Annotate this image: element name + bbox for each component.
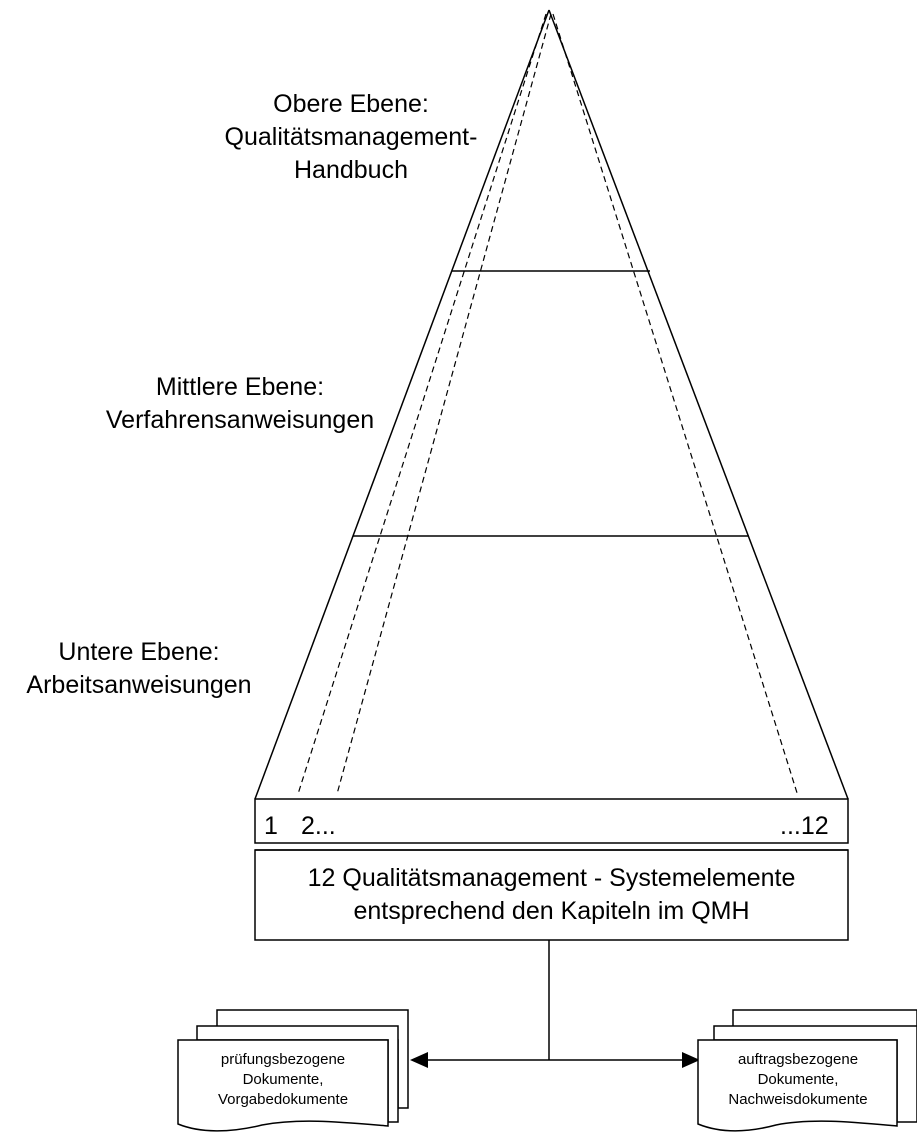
element-box-line2: entsprechend den Kapiteln im QMH: [353, 897, 750, 925]
element-box: [254, 849, 849, 941]
element-strip: [254, 798, 849, 844]
label-middle-level-line1: Mittlere Ebene:: [155, 373, 325, 401]
pyramid-left-edge: [254, 9, 550, 800]
element-box-line1: 12 Qualitätsmanagement - Systemelemente: [307, 864, 796, 892]
label-middle-level-line2: Verfahrensanweisungen: [105, 406, 375, 434]
document-left-line1: prüfungsbezogene: [220, 1051, 346, 1068]
label-middle-level: Mittlere Ebene: Verfahrensanweisungen: [90, 371, 390, 437]
document-right-line1: auftragsbezogene: [737, 1051, 859, 1068]
document-right-line2: Dokumente,: [757, 1071, 839, 1088]
label-top-level: Obere Ebene: Qualitätsmanagement- Handbu…: [215, 88, 487, 187]
document-left-text: prüfungsbezogene Dokumente, Vorgabedokum…: [180, 1050, 386, 1110]
element-line-12: [552, 13, 799, 797]
label-bottom-level-line1: Untere Ebene:: [58, 638, 220, 666]
element-number-last: ...12: [780, 812, 829, 840]
element-number-first: 1: [264, 812, 278, 840]
element-line-2: [336, 13, 552, 795]
label-top-level-line2: Qualitätsmanagement-: [224, 123, 478, 151]
label-bottom-level: Untere Ebene: Arbeitsanweisungen: [5, 636, 273, 702]
document-right-text: auftragsbezogene Dokumente, Nachweisdoku…: [700, 1050, 896, 1110]
document-left-line2: Dokumente,: [242, 1071, 324, 1088]
document-stack-left: [177, 1009, 409, 1132]
document-left-line3: Vorgabedokumente: [217, 1091, 349, 1108]
document-stack-right: [697, 1009, 917, 1132]
label-top-level-line1: Obere Ebene:: [273, 90, 429, 118]
element-number-second: 2...: [301, 812, 336, 840]
element-line-1: [297, 13, 547, 795]
document-right-line3: Nachweisdokumente: [728, 1091, 868, 1108]
pyramid-right-edge: [548, 9, 849, 800]
label-top-level-line3: Handbuch: [294, 156, 408, 184]
arrow-left-head: [410, 1052, 428, 1068]
arrow-right-head: [682, 1052, 700, 1068]
label-bottom-level-line2: Arbeitsanweisungen: [26, 671, 252, 699]
element-box-text: 12 Qualitätsmanagement - Systemelemente …: [255, 862, 848, 928]
